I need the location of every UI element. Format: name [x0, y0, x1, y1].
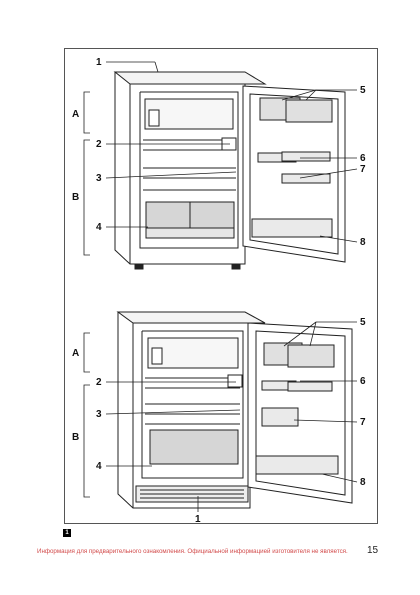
callout-lines [83, 61, 358, 512]
top-callout-4: 4 [96, 222, 102, 233]
bottom-fridge-drawing [116, 311, 353, 509]
bottom-callout-A: A [72, 348, 79, 359]
top-callout-1: 1 [96, 57, 102, 68]
top-callout-7: 7 [360, 164, 366, 175]
page-number: 15 [367, 545, 379, 556]
top-callout-B: B [72, 192, 79, 203]
top-fridge-drawing [113, 71, 346, 270]
bottom-callout-7: 7 [360, 417, 366, 428]
bottom-callout-1: 1 [195, 514, 201, 525]
figure-frame [64, 48, 378, 524]
bottom-callout-5: 5 [360, 317, 366, 328]
bottom-callout-6: 6 [360, 376, 366, 387]
figure-number-badge: 1 [63, 529, 71, 537]
top-callout-3: 3 [96, 173, 102, 184]
top-callout-2: 2 [96, 139, 102, 150]
top-callout-6: 6 [360, 153, 366, 164]
top-callout-A: A [72, 109, 79, 120]
bottom-callout-3: 3 [96, 409, 102, 420]
bottom-callout-2: 2 [96, 377, 102, 388]
bottom-callout-8: 8 [360, 477, 366, 488]
top-callout-5: 5 [360, 85, 366, 96]
bottom-callout-4: 4 [96, 461, 102, 472]
bottom-callout-B: B [72, 432, 79, 443]
footer-disclaimer: Информация для предварительного ознакомл… [37, 548, 348, 555]
top-callout-8: 8 [360, 237, 366, 248]
